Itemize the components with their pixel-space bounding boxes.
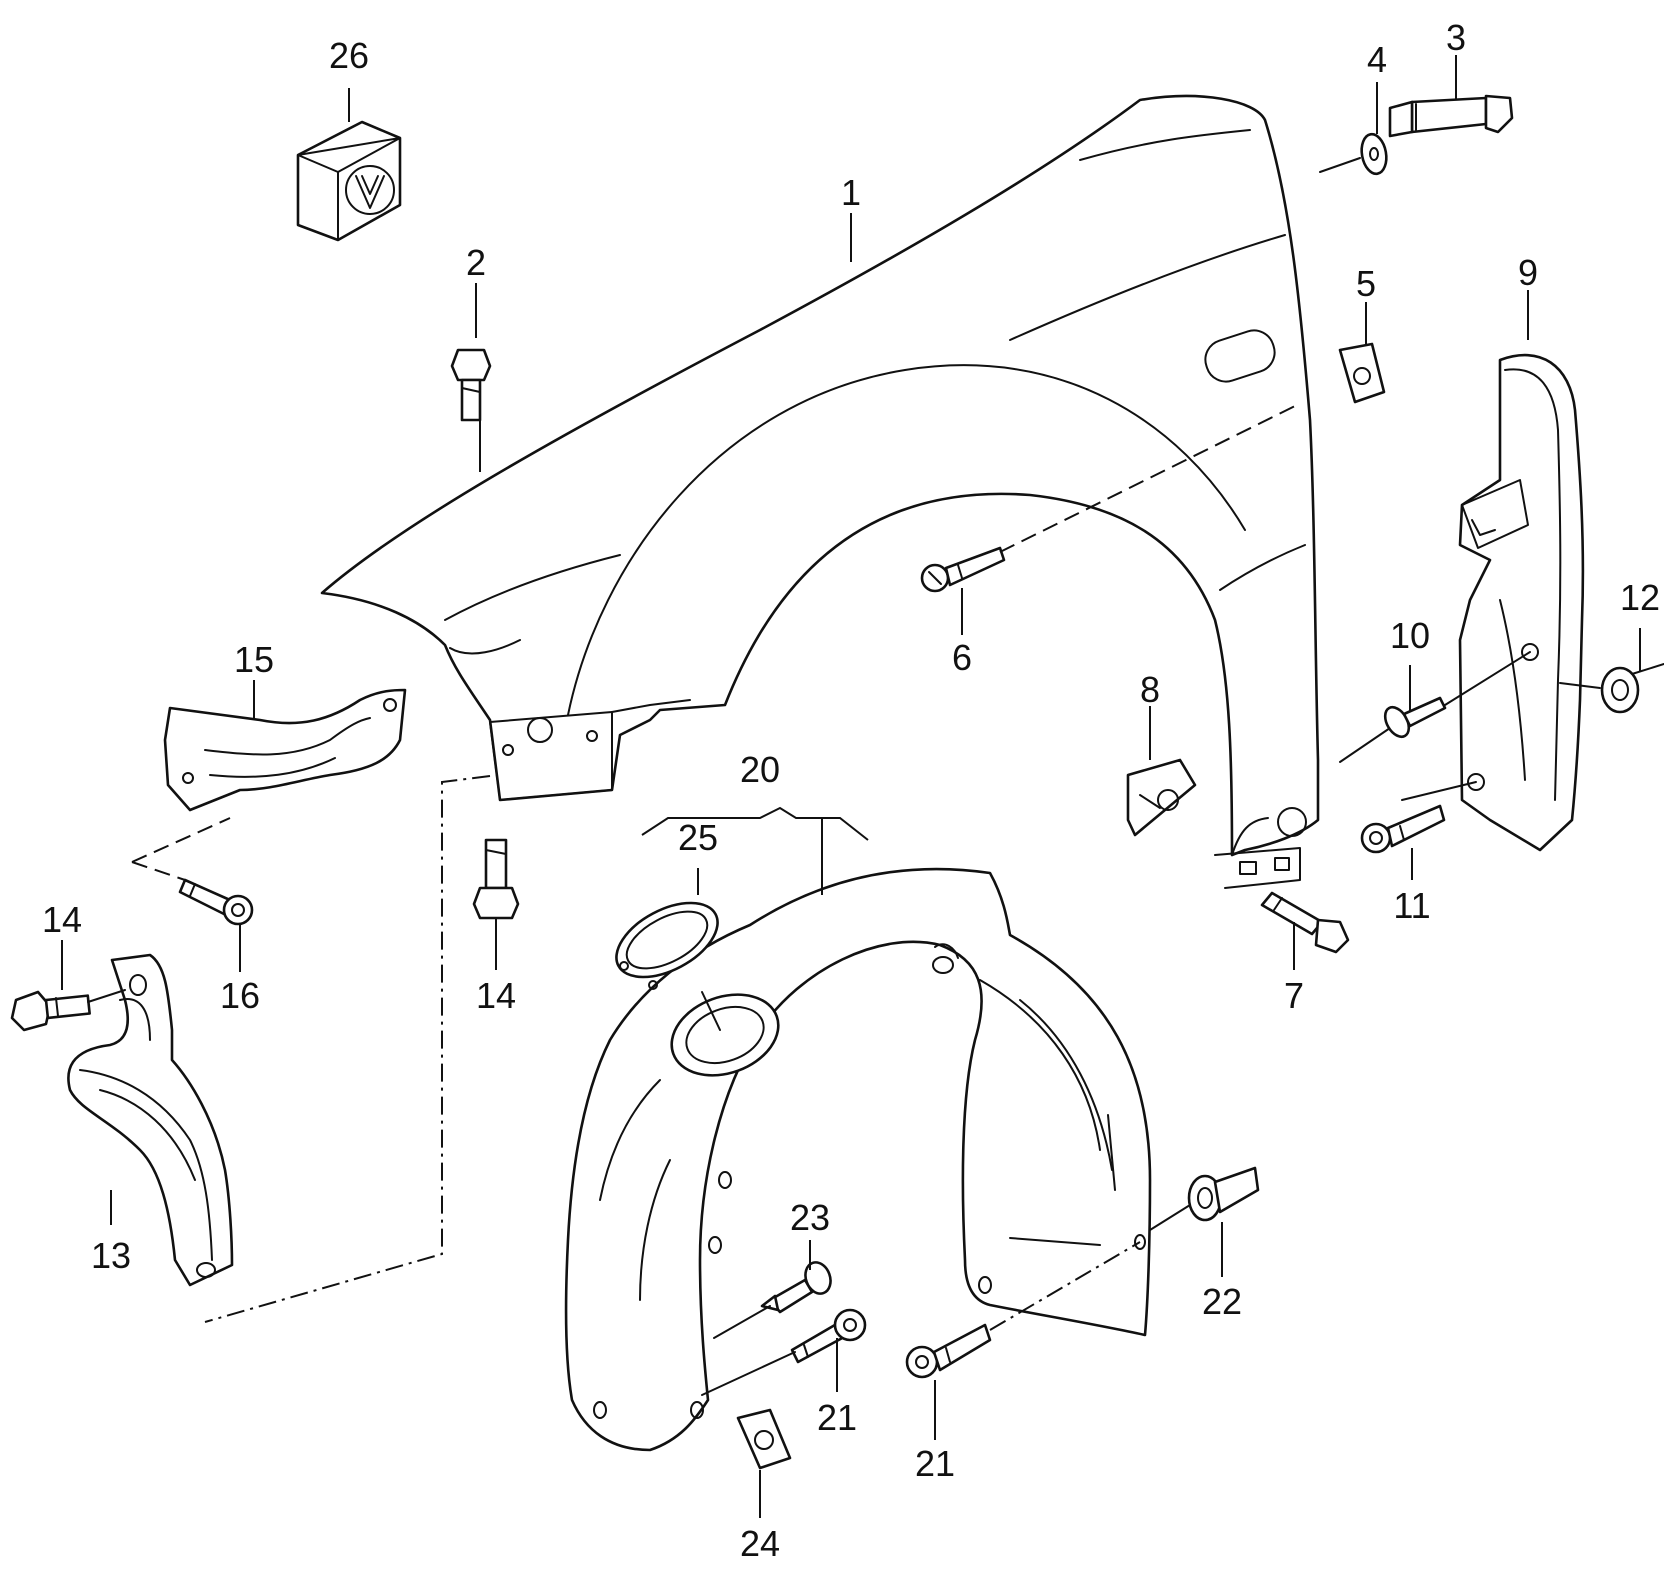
callout-labels: 26 1 2 3 4 5 9 6 8 10 12 11 7 15 14 16 1… <box>42 17 1660 1564</box>
screw-part-11 <box>1360 804 1446 854</box>
callout-25: 25 <box>678 817 718 858</box>
callout-20: 20 <box>740 749 780 790</box>
front-fender-part-1 <box>320 94 1320 889</box>
rivet-part-10 <box>1339 696 1447 763</box>
bracket-clip-part-8 <box>1126 758 1197 837</box>
assembly-lines <box>87 157 1601 1396</box>
clip-part-22 <box>1187 1166 1260 1222</box>
bolt-part-2 <box>450 348 492 422</box>
side-bracket-part-9 <box>1458 353 1585 852</box>
callout-21-right: 21 <box>915 1443 955 1484</box>
callout-23: 23 <box>790 1197 830 1238</box>
callout-14-center: 14 <box>476 975 516 1016</box>
strut-bracket-part-13 <box>67 953 234 1287</box>
callout-12: 12 <box>1620 577 1660 618</box>
callout-3: 3 <box>1446 17 1466 58</box>
callout-8: 8 <box>1140 669 1160 710</box>
screw-part-6 <box>920 546 1006 593</box>
bolt-part-14-center <box>472 838 520 920</box>
callout-26: 26 <box>329 35 369 76</box>
callout-15: 15 <box>234 639 274 680</box>
bolt-part-14-left <box>10 990 91 1032</box>
washer-part-4 <box>1360 132 1388 176</box>
screw-part-3 <box>1388 94 1514 138</box>
callout-1: 1 <box>841 172 861 213</box>
callout-9: 9 <box>1518 252 1538 293</box>
callout-16: 16 <box>220 975 260 1016</box>
clip-nut-part-5 <box>1338 342 1386 404</box>
emblem-box-part-26 <box>296 120 402 242</box>
screw-part-16 <box>178 878 254 926</box>
callout-5: 5 <box>1356 263 1376 304</box>
leader-lines <box>61 55 1641 1518</box>
callout-14-left: 14 <box>42 899 82 940</box>
callout-6: 6 <box>952 637 972 678</box>
callout-21-left: 21 <box>817 1397 857 1438</box>
clip-nut-part-24 <box>736 1408 792 1470</box>
callout-11: 11 <box>1393 885 1430 926</box>
callout-2: 2 <box>466 242 486 283</box>
callout-22: 22 <box>1202 1281 1242 1322</box>
clip-part-12 <box>1600 663 1664 714</box>
cap-part-25 <box>615 901 719 990</box>
bracket-part-15 <box>163 688 407 812</box>
callout-7: 7 <box>1284 975 1304 1016</box>
callout-10: 10 <box>1390 615 1430 656</box>
callout-24: 24 <box>740 1523 780 1564</box>
screw-part-7 <box>1260 891 1350 954</box>
callout-13: 13 <box>91 1235 131 1276</box>
screw-part-21-right <box>905 1323 992 1379</box>
screw-part-21-left <box>790 1308 867 1364</box>
expanding-clip-part-23 <box>760 1261 832 1314</box>
callout-4: 4 <box>1367 39 1387 80</box>
